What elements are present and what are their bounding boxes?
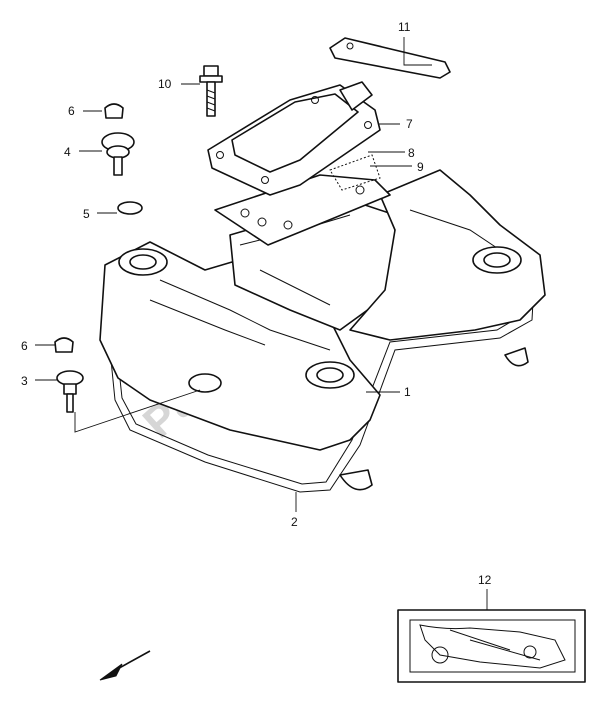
- callout-1: 1: [404, 385, 411, 399]
- part-9-breather-gasket[interactable]: [214, 174, 391, 246]
- callout-6-lower: 6: [21, 339, 28, 353]
- part-8-breather-mesh[interactable]: [329, 154, 381, 191]
- callout-3: 3: [21, 374, 28, 388]
- front-direction-arrow-icon: [99, 650, 151, 681]
- callout-7: 7: [406, 117, 413, 131]
- part-7-breather-cover[interactable]: [207, 81, 381, 196]
- callout-6-upper: 6: [68, 104, 75, 118]
- callout-8: 8: [408, 146, 415, 160]
- callout-9: 9: [417, 160, 424, 174]
- callout-2: 2: [291, 515, 298, 529]
- part-3-grommet[interactable]: [56, 370, 84, 413]
- part-10-bolt[interactable]: [199, 65, 223, 117]
- callout-12: 12: [478, 573, 492, 587]
- part-6-cap-lower[interactable]: [54, 337, 74, 353]
- callout-11: 11: [398, 20, 411, 34]
- callout-4: 4: [64, 145, 71, 159]
- part-5-o-ring[interactable]: [117, 201, 143, 215]
- part-12-gasket-set[interactable]: [397, 609, 586, 683]
- part-6-cap-upper[interactable]: [104, 103, 124, 119]
- callout-5: 5: [83, 207, 90, 221]
- part-11-bracket[interactable]: [329, 37, 451, 79]
- part-4-grommet[interactable]: [101, 132, 135, 176]
- callout-10: 10: [158, 77, 172, 91]
- part-1-cylinder-head-cover[interactable]: [99, 169, 546, 491]
